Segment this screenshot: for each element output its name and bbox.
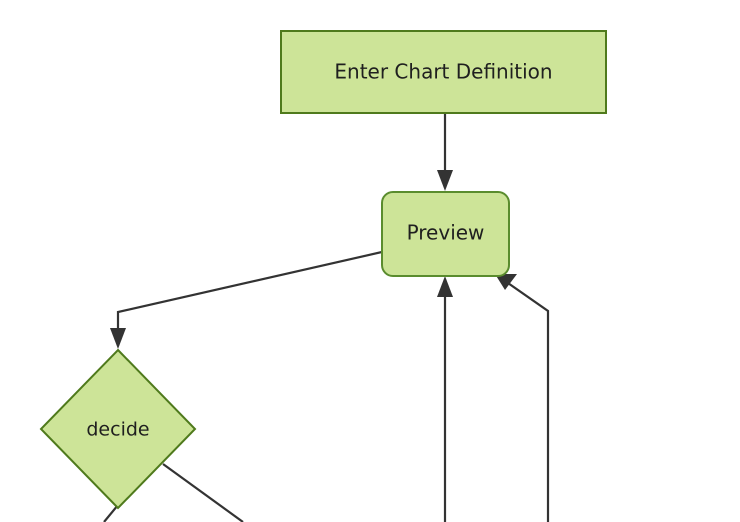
- node-shape-rectangle: [280, 30, 607, 114]
- node-label-enter-chart-definition: Enter Chart Definition: [334, 60, 552, 84]
- edge-decide-branch-right: [162, 463, 244, 522]
- arrow-head-icon: [110, 328, 126, 349]
- edge-line: [507, 282, 550, 522]
- node-decide[interactable]: decide: [39, 348, 197, 510]
- edge-decide-branch-left: [103, 504, 119, 522]
- edge-line: [116, 250, 383, 333]
- node-preview[interactable]: Preview: [381, 191, 510, 277]
- arrow-head-icon: [437, 170, 453, 191]
- arrow-head-icon: [495, 274, 517, 290]
- edge-line: [162, 463, 244, 522]
- edge-return-right-to-preview: [495, 274, 550, 522]
- node-shape-diamond: [39, 348, 197, 510]
- node-enter-chart-definition[interactable]: Enter Chart Definition: [280, 30, 607, 114]
- edge-preview-to-decide: [110, 250, 383, 349]
- edge-enter-to-preview: [437, 113, 453, 191]
- edge-return-center-to-preview: [437, 276, 453, 522]
- node-label-decide: decide: [86, 419, 149, 441]
- arrow-head-icon: [437, 276, 453, 297]
- node-shape-rounded-rectangle: [381, 191, 510, 277]
- edge-line: [103, 504, 119, 522]
- node-label-preview: Preview: [407, 221, 485, 245]
